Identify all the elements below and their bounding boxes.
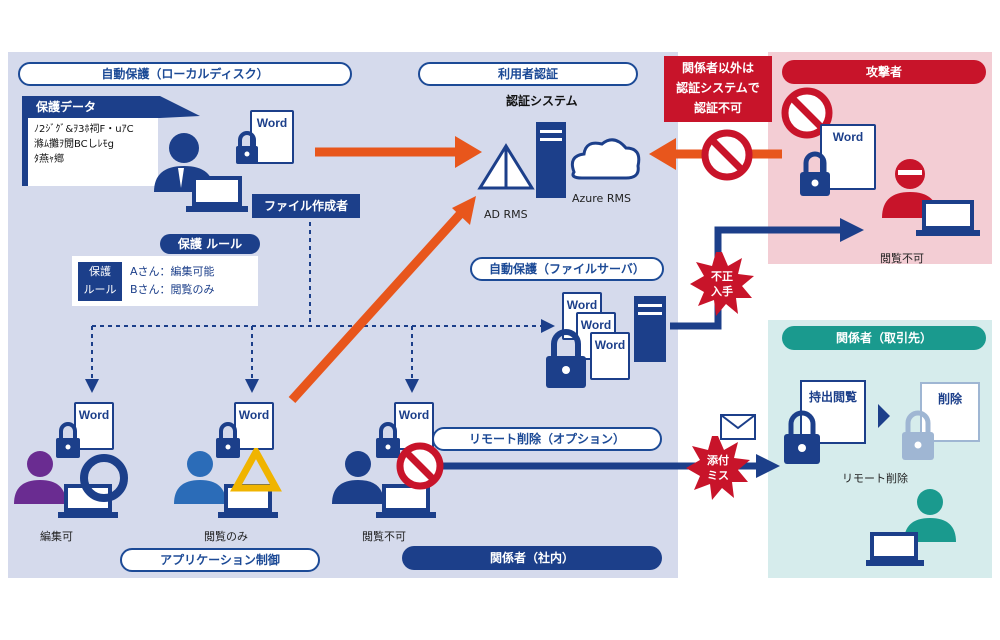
user-no-view-label: 閲覧不可 [362,530,406,543]
ad-rms-label: AD RMS [484,208,528,221]
attacker-status-label: 閲覧不可 [880,252,924,265]
illegal-acquisition-badge: 不正 入手 [690,252,754,316]
partner-flow-chevron [878,404,890,428]
badge-text: 添付 ミス [686,453,750,483]
word-label: Word [566,298,598,312]
section-file-server: 自動保護（ファイルサーバ） [470,257,664,281]
word-document-icon: Word [74,402,114,450]
misdelivery-badge: 添付 ミス [686,436,750,500]
no-access-person-icon [332,442,444,518]
user-view-only-label: 閲覧のみ [204,530,248,543]
lock-icon [216,422,240,458]
delete-label: 削除 [937,392,962,406]
word-label: Word [832,130,864,144]
starburst-shape [686,436,750,500]
auth-system-graphic [477,122,641,198]
section-app-control: アプリケーション制御 [120,548,320,572]
section-partner: 関係者（取引先） [782,326,986,350]
word-label: Word [398,408,430,422]
denied-line: 認証不可 [693,101,742,115]
protect-rules-title: 保護 ルール [160,234,260,254]
section-local-disk: 自動保護（ローカルディスク） [18,62,352,86]
remote-delete-label: リモート削除 [842,472,908,485]
prohibited-icon [781,87,833,139]
badge-line: 保護 [89,265,111,278]
azure-rms-label: Azure RMS [572,192,631,205]
lock-icon [546,329,586,388]
lock-icon [56,422,80,458]
protect-rules-badge: 保護 ルール [78,262,122,301]
user-editable-label: 編集可 [40,530,73,543]
file-creator-label: ファイル作成者 [252,194,360,218]
denied-line: 関係者以外は [681,61,754,75]
rule-a: Aさん：編集可能 [130,265,215,278]
badge-line: 添付 [707,454,729,467]
word-label: Word [78,408,110,422]
file-server-icon [634,296,666,362]
badge-line: ルール [83,283,117,296]
prohibited-icon [701,129,753,181]
word-label: Word [238,408,270,422]
partner-person-icon [866,489,956,566]
denied-banner: 関係者以外は 認証システムで 認証不可 [664,56,772,122]
callout-pointer [160,96,200,118]
section-internal: 関係者（社内） [402,546,662,570]
attacker-person-icon [882,159,980,236]
orange-arrow-app-to-auth [288,196,476,404]
protected-data-title: 保護データ [22,96,160,118]
badge-text: 不正 入手 [690,269,754,299]
badge-line: ミス [707,469,729,482]
starburst-shape [690,252,754,316]
envelope-icon [720,414,756,440]
faded-lock-icon [902,410,934,460]
word-label: Word [594,338,626,352]
badge-line: 入手 [711,285,733,298]
denied-line: 認証システムで [676,81,760,95]
orange-arrow-creator-to-auth [315,136,482,168]
lock-icon [376,422,400,458]
section-user-auth: 利用者認証 [418,62,638,86]
lock-icon [236,131,258,164]
garbled-line: ﾉ2ｼﾞｸﾞ&ｦ3ﾎ祠F・uｱC [34,124,134,135]
protected-data-callout: 保護データ ﾉ2ｼﾞｸﾞ&ｦ3ﾎ祠F・uｱC 滌ﾑ攤ｦ閲BCしﾚﾓg ﾀ燕ｬ鄕 [22,96,202,186]
garbled-line: ﾀ燕ｬ鄕 [34,154,64,165]
rule-b: Bさん：閲覧のみ [130,283,215,296]
editor-person-icon [14,451,128,518]
distribution-lines [85,222,555,393]
garbled-text-box: ﾉ2ｼﾞｸﾞ&ｦ3ﾎ祠F・uｱC 滌ﾑ攤ｦ閲BCしﾚﾓg ﾀ燕ｬ鄕 [22,118,158,186]
word-label: Word [580,318,612,332]
garbled-line: 滌ﾑ攤ｦ閲BCしﾚﾓg [34,139,115,150]
creator-person-icon [154,133,248,212]
lock-icon [800,151,830,196]
auth-system-title: 認証システム [506,94,578,108]
protect-rules-box: 保護 ルール Aさん：編集可能 Bさん：閲覧のみ [72,256,258,306]
word-label: Word [256,116,288,130]
section-attacker: 攻撃者 [782,60,986,84]
viewer-person-icon [174,448,282,518]
rule-list: Aさん：編集可能 Bさん：閲覧のみ [130,263,215,299]
word-document-icon: Word [234,402,274,450]
section-remote-delete: リモート削除（オプション） [432,427,662,451]
export-view-label: 持出閲覧 [808,390,857,404]
lock-icon [784,410,820,464]
badge-line: 不正 [711,270,733,283]
word-document-icon: Word [590,332,630,380]
